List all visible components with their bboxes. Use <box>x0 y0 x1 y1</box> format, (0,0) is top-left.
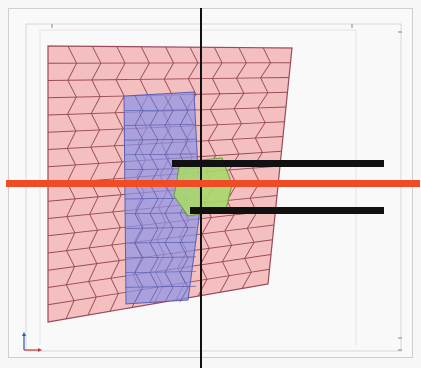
inner-mesh-rowline <box>124 227 197 229</box>
inner-mesh-rowline <box>124 124 197 126</box>
inner-mesh-colline <box>134 95 144 303</box>
inner-mesh-rowline <box>124 241 197 244</box>
outer-mesh-colline <box>219 47 247 293</box>
outer-mesh-rowline <box>47 62 291 64</box>
inner-mesh-rowline <box>124 212 197 215</box>
probe-upper[interactable] <box>172 160 384 167</box>
inner-mesh <box>123 91 201 305</box>
inner-mesh-rowline <box>124 153 197 156</box>
outer-mesh-rowline <box>47 77 290 81</box>
inner-mesh-rowline <box>124 271 197 273</box>
inner-mesh-rowline <box>124 138 197 141</box>
probes <box>172 160 384 214</box>
outer-mesh-colline <box>241 47 272 289</box>
inner-mesh-surface <box>123 91 201 305</box>
probe-lower[interactable] <box>190 207 384 214</box>
outer-mesh-colline <box>109 46 126 312</box>
inner-mesh-colline <box>164 95 174 303</box>
axis-triad-icon <box>22 332 42 352</box>
horizontal-section-line[interactable] <box>6 180 420 187</box>
bounding-box <box>25 23 402 352</box>
inner-mesh-colline <box>149 95 159 303</box>
inner-mesh-rowline <box>124 285 197 288</box>
inner-mesh-rowline <box>124 109 197 112</box>
inner-mesh-rowline <box>124 256 197 259</box>
